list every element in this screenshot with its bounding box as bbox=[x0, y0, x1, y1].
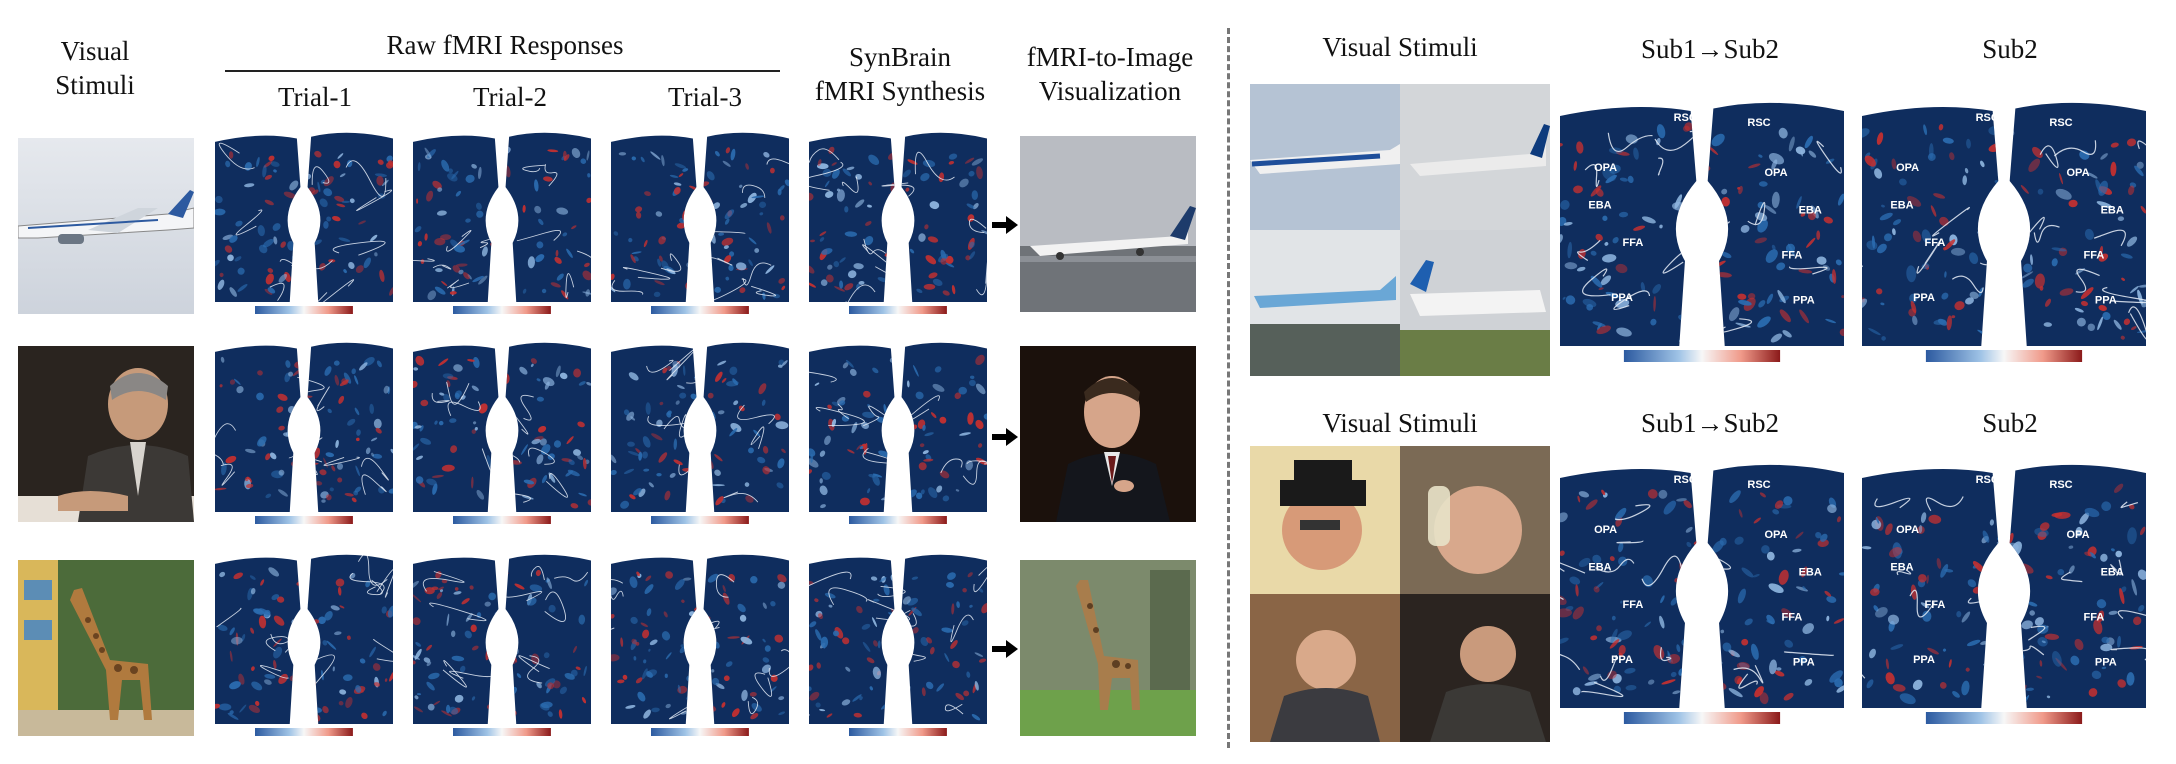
roi-label: FFA bbox=[1925, 599, 1946, 611]
stimulus-airplane-photo bbox=[18, 138, 194, 314]
roi-label: PPA bbox=[1913, 292, 1935, 304]
roi-label: FFA bbox=[1925, 237, 1946, 249]
fmri-map-row3-trial2 bbox=[413, 550, 591, 745]
colorbar bbox=[1623, 712, 1781, 724]
viz-airplane-photo bbox=[1020, 136, 1196, 312]
raw-fmri-header: Raw fMRI Responses bbox=[386, 30, 624, 60]
roi-label: RSC bbox=[1976, 474, 1999, 486]
roi-label: PPA bbox=[2095, 295, 2117, 307]
synbrain-header: SynBrain fMRI Synthesis bbox=[814, 42, 986, 106]
roi-label: EBA bbox=[1588, 200, 1611, 212]
fmri-map-block1-sub2: RSC RSC OPA OPA EBA EBA FFA FFA PPA PPA bbox=[1862, 96, 2146, 377]
trial-1-header: Trial-1 bbox=[277, 82, 352, 112]
sub2-header-block1: Sub2 bbox=[1982, 34, 2038, 64]
viz-header: fMRI-to-Image Visualization bbox=[1026, 42, 1194, 106]
roi-label: RSC bbox=[1747, 117, 1770, 129]
roi-label: PPA bbox=[1793, 657, 1815, 669]
roi-label: OPA bbox=[1896, 524, 1919, 536]
colorbar bbox=[1925, 350, 2083, 362]
colorbar bbox=[651, 728, 749, 736]
fmri-map-row3-trial3 bbox=[611, 550, 789, 745]
roi-label: EBA bbox=[2101, 205, 2124, 217]
stimuli-header-block2: Visual Stimuli bbox=[1322, 408, 1478, 438]
fmri-map-row2-trial1 bbox=[215, 338, 393, 533]
roi-label: EBA bbox=[1890, 200, 1913, 212]
roi-label: PPA bbox=[1611, 654, 1633, 666]
stimulus-man-portrait-photo bbox=[18, 346, 194, 522]
roi-label: OPA bbox=[1896, 162, 1919, 174]
roi-label: EBA bbox=[1588, 562, 1611, 574]
roi-label: FFA bbox=[2084, 612, 2105, 624]
roi-label: RSC bbox=[2049, 479, 2072, 491]
fmri-map-row2-trial2 bbox=[413, 338, 591, 533]
fmri-map-row3-synbrain bbox=[809, 550, 987, 745]
roi-label: OPA bbox=[1765, 167, 1788, 179]
fmri-map-row1-trial2 bbox=[413, 128, 591, 323]
roi-label: FFA bbox=[1623, 237, 1644, 249]
roi-label: OPA bbox=[2067, 167, 2090, 179]
sub1-sub2-header-block2: Sub1→Sub2 bbox=[1640, 408, 1780, 438]
roi-label: RSC bbox=[2049, 117, 2072, 129]
viz-man-portrait-photo bbox=[1020, 346, 1196, 522]
arrow-right-icon bbox=[992, 216, 1018, 239]
roi-label: FFA bbox=[1782, 612, 1803, 624]
roi-label: PPA bbox=[1913, 654, 1935, 666]
roi-label: PPA bbox=[1793, 295, 1815, 307]
colorbar bbox=[453, 728, 551, 736]
roi-label: OPA bbox=[1594, 524, 1617, 536]
colorbar bbox=[1925, 712, 2083, 724]
roi-label: EBA bbox=[1799, 205, 1822, 217]
viz-giraffe-photo bbox=[1020, 560, 1196, 736]
colorbar bbox=[255, 516, 353, 524]
stimulus-faces-grid bbox=[1250, 446, 1550, 742]
raw-header-rule bbox=[225, 70, 780, 72]
roi-label: OPA bbox=[2067, 529, 2090, 541]
stimuli-header-block1: Visual Stimuli bbox=[1322, 32, 1478, 62]
colorbar bbox=[651, 516, 749, 524]
stimulus-giraffe-photo bbox=[18, 560, 194, 736]
roi-label: RSC bbox=[1674, 474, 1697, 486]
trial-2-header: Trial-2 bbox=[472, 82, 547, 112]
roi-label: FFA bbox=[1782, 250, 1803, 262]
roi-label: OPA bbox=[1765, 529, 1788, 541]
roi-label: EBA bbox=[2101, 567, 2124, 579]
colorbar bbox=[849, 728, 947, 736]
roi-label: OPA bbox=[1594, 162, 1617, 174]
trial-3-header: Trial-3 bbox=[667, 82, 742, 112]
roi-label: FFA bbox=[2084, 250, 2105, 262]
roi-label: EBA bbox=[1799, 567, 1822, 579]
fmri-map-row1-trial1 bbox=[215, 128, 393, 323]
roi-label: PPA bbox=[1611, 292, 1633, 304]
roi-label: FFA bbox=[1623, 599, 1644, 611]
sub1-sub2-header-block1: Sub1→Sub2 bbox=[1640, 34, 1780, 64]
colorbar bbox=[255, 728, 353, 736]
roi-label: RSC bbox=[1747, 479, 1770, 491]
arrow-right-icon bbox=[992, 640, 1018, 663]
fmri-map-row3-trial1 bbox=[215, 550, 393, 745]
panel-divider bbox=[1227, 28, 1230, 748]
roi-label: PPA bbox=[2095, 657, 2117, 669]
roi-label: RSC bbox=[1976, 112, 1999, 124]
colorbar bbox=[849, 516, 947, 524]
fmri-map-block2-sub1-sub2: RSC RSC OPA OPA EBA EBA FFA FFA PPA PPA bbox=[1560, 458, 1844, 739]
fmri-map-row2-synbrain bbox=[809, 338, 987, 533]
roi-label: EBA bbox=[1890, 562, 1913, 574]
sub2-header-block2: Sub2 bbox=[1982, 408, 2038, 438]
colorbar bbox=[651, 306, 749, 314]
colorbar bbox=[1623, 350, 1781, 362]
arrow-right-icon bbox=[992, 428, 1018, 451]
colorbar bbox=[453, 516, 551, 524]
stimulus-airplane-grid bbox=[1250, 84, 1550, 376]
roi-label: RSC bbox=[1674, 112, 1697, 124]
fmri-map-row1-trial3 bbox=[611, 128, 789, 323]
fmri-map-block1-sub1-sub2: RSC RSC OPA OPA EBA EBA FFA FFA PPA PPA bbox=[1560, 96, 1844, 377]
stimuli-header: Visual Stimuli bbox=[55, 36, 135, 100]
colorbar bbox=[849, 306, 947, 314]
colorbar bbox=[255, 306, 353, 314]
colorbar bbox=[453, 306, 551, 314]
fmri-map-row1-synbrain bbox=[809, 128, 987, 323]
fmri-map-row2-trial3 bbox=[611, 338, 789, 533]
fmri-map-block2-sub2: RSC RSC OPA OPA EBA EBA FFA FFA PPA PPA bbox=[1862, 458, 2146, 739]
